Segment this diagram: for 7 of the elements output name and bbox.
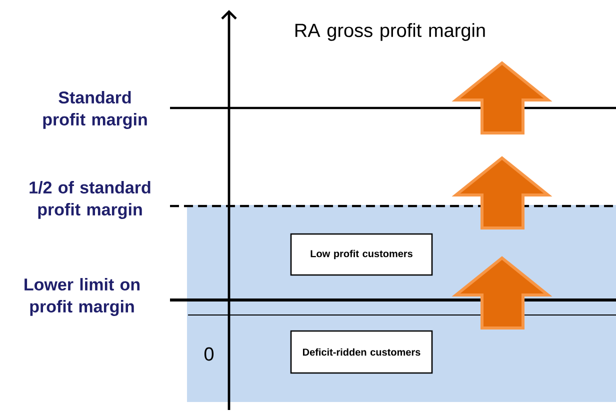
level-label: Standard profit margin — [43, 91, 147, 129]
axis-value: 0 — [204, 347, 214, 361]
level-label: Lower limit on profit margin — [24, 278, 140, 316]
level-label: 1/2 of standard profit margin — [30, 181, 150, 219]
category-box: Low profit customers — [290, 233, 433, 276]
category-box: Deficit-ridden customers — [290, 330, 433, 374]
axis-title: RA gross profit margin — [295, 23, 485, 41]
